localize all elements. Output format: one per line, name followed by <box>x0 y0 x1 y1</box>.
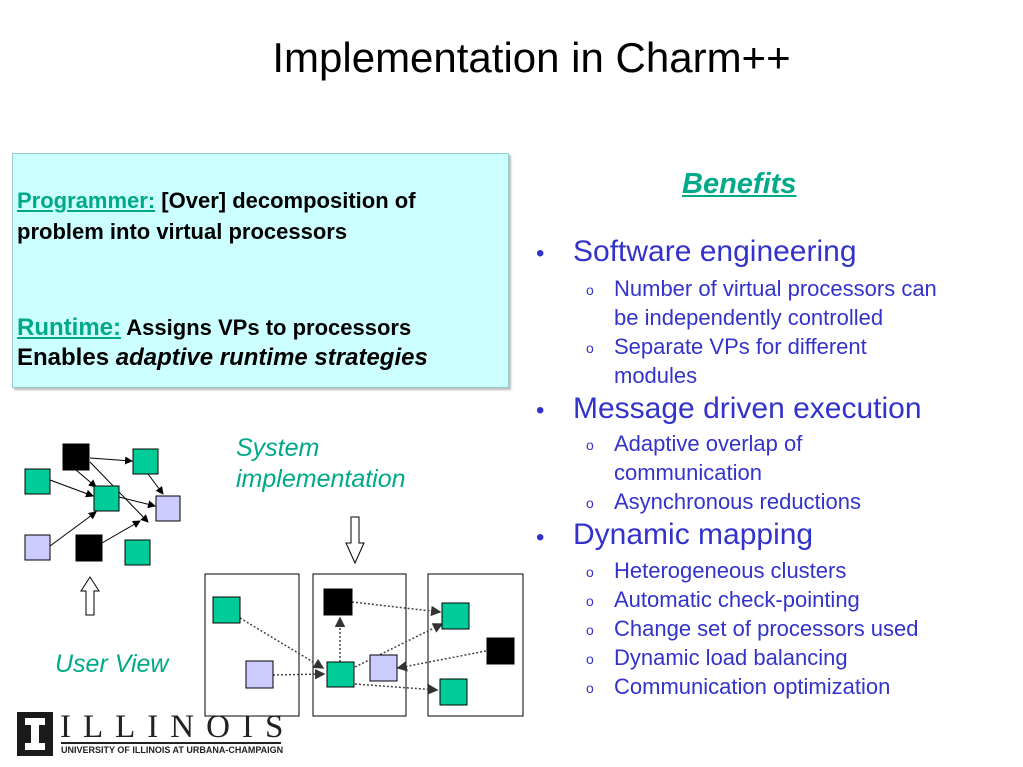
sub-bullet-glyph: o <box>586 680 594 696</box>
vp-black-node <box>75 534 103 562</box>
bullet-glyph: • <box>536 240 545 267</box>
bullet-glyph: • <box>536 524 545 551</box>
sub-bullet-glyph: o <box>586 340 594 356</box>
subitem-comm-optimization: Communication optimization <box>614 674 891 699</box>
logo-wordmark: ILLINOIS <box>60 709 296 745</box>
subitem-load-balancing: Dynamic load balancing <box>614 645 848 670</box>
subitem-heterogeneous: Heterogeneous clusters <box>614 558 847 583</box>
system-label-line-2: implementation <box>236 465 406 493</box>
subitem-adaptive-overlap-1: Adaptive overlap of <box>614 431 803 456</box>
illinois-logo: ILLINOIS UNIVERSITY OF ILLINOIS AT URBAN… <box>17 709 307 764</box>
vp-green-node <box>93 485 120 512</box>
enables-italic: adaptive runtime strategies <box>115 344 428 371</box>
sub-bullet-glyph: o <box>586 564 594 580</box>
vp-lavender-node <box>369 654 398 682</box>
enables-prefix: Enables <box>17 344 110 371</box>
programmer-line-1: Programmer: [Over] decomposition of <box>17 188 416 214</box>
vp-green-node <box>441 602 470 630</box>
benefit-dynamic-mapping: Dynamic mapping <box>573 518 814 551</box>
programmer-text-2: problem into virtual processors <box>17 219 348 244</box>
vp-lavender-node <box>155 495 181 522</box>
benefit-software-engineering: Software engineering <box>573 235 857 268</box>
programmer-label: Programmer: <box>17 188 156 213</box>
vp-green-node <box>439 678 468 706</box>
sub-bullet-glyph: o <box>586 495 594 511</box>
vp-green-node <box>24 468 51 495</box>
sub-bullet-glyph: o <box>586 282 594 298</box>
subitem-change-processors: Change set of processors used <box>614 616 919 641</box>
up-arrow-icon <box>80 576 100 616</box>
processor-boxes <box>204 573 524 717</box>
subitem-virtual-processors-1: Number of virtual processors can <box>614 276 937 301</box>
subitem-checkpointing: Automatic check-pointing <box>614 587 860 612</box>
sub-bullet-glyph: o <box>586 622 594 638</box>
down-arrow-icon <box>345 516 365 565</box>
benefit-message-driven: Message driven execution <box>573 392 922 425</box>
vp-black-node <box>486 637 515 665</box>
logo-divider <box>61 742 281 744</box>
vp-green-node <box>212 596 241 624</box>
bullet-glyph: • <box>536 397 545 424</box>
subitem-virtual-processors-2: be independently controlled <box>614 305 884 330</box>
vp-green-node <box>124 539 151 566</box>
callout-box: Programmer: [Over] decomposition of prob… <box>12 153 509 388</box>
logo-subtitle: UNIVERSITY OF ILLINOIS AT URBANA-CHAMPAI… <box>61 745 284 755</box>
subitem-async-reductions: Asynchronous reductions <box>614 489 862 514</box>
subitem-separate-vps-1: Separate VPs for different <box>614 334 867 359</box>
benefits-heading: Benefits <box>682 168 797 200</box>
runtime-line: Runtime: Assigns VPs to processors <box>17 314 411 342</box>
sub-bullet-glyph: o <box>586 651 594 667</box>
system-implementation-label: System implementation <box>236 433 406 495</box>
vp-green-node <box>132 448 159 475</box>
user-view-label: User View <box>55 650 169 678</box>
sub-bullet-glyph: o <box>586 437 594 453</box>
vp-green-node <box>326 661 355 688</box>
user-view-graph <box>24 443 181 566</box>
vp-lavender-node <box>245 660 274 689</box>
programmer-text-1: [Over] decomposition of <box>161 188 416 213</box>
vp-black-node <box>323 588 353 616</box>
subitem-separate-vps-2: modules <box>614 363 698 388</box>
vp-black-node <box>62 443 90 471</box>
sub-bullet-glyph: o <box>586 593 594 609</box>
runtime-label: Runtime: <box>17 314 121 341</box>
runtime-text: Assigns VPs to processors <box>126 315 412 340</box>
slide-title: Implementation in Charm++ <box>272 34 791 81</box>
subitem-adaptive-overlap-2: communication <box>614 460 762 485</box>
system-label-line-1: System <box>236 434 320 462</box>
enables-line: Enables adaptive runtime strategies <box>17 344 428 372</box>
vp-lavender-node <box>24 534 51 561</box>
block-i-icon <box>17 712 53 756</box>
